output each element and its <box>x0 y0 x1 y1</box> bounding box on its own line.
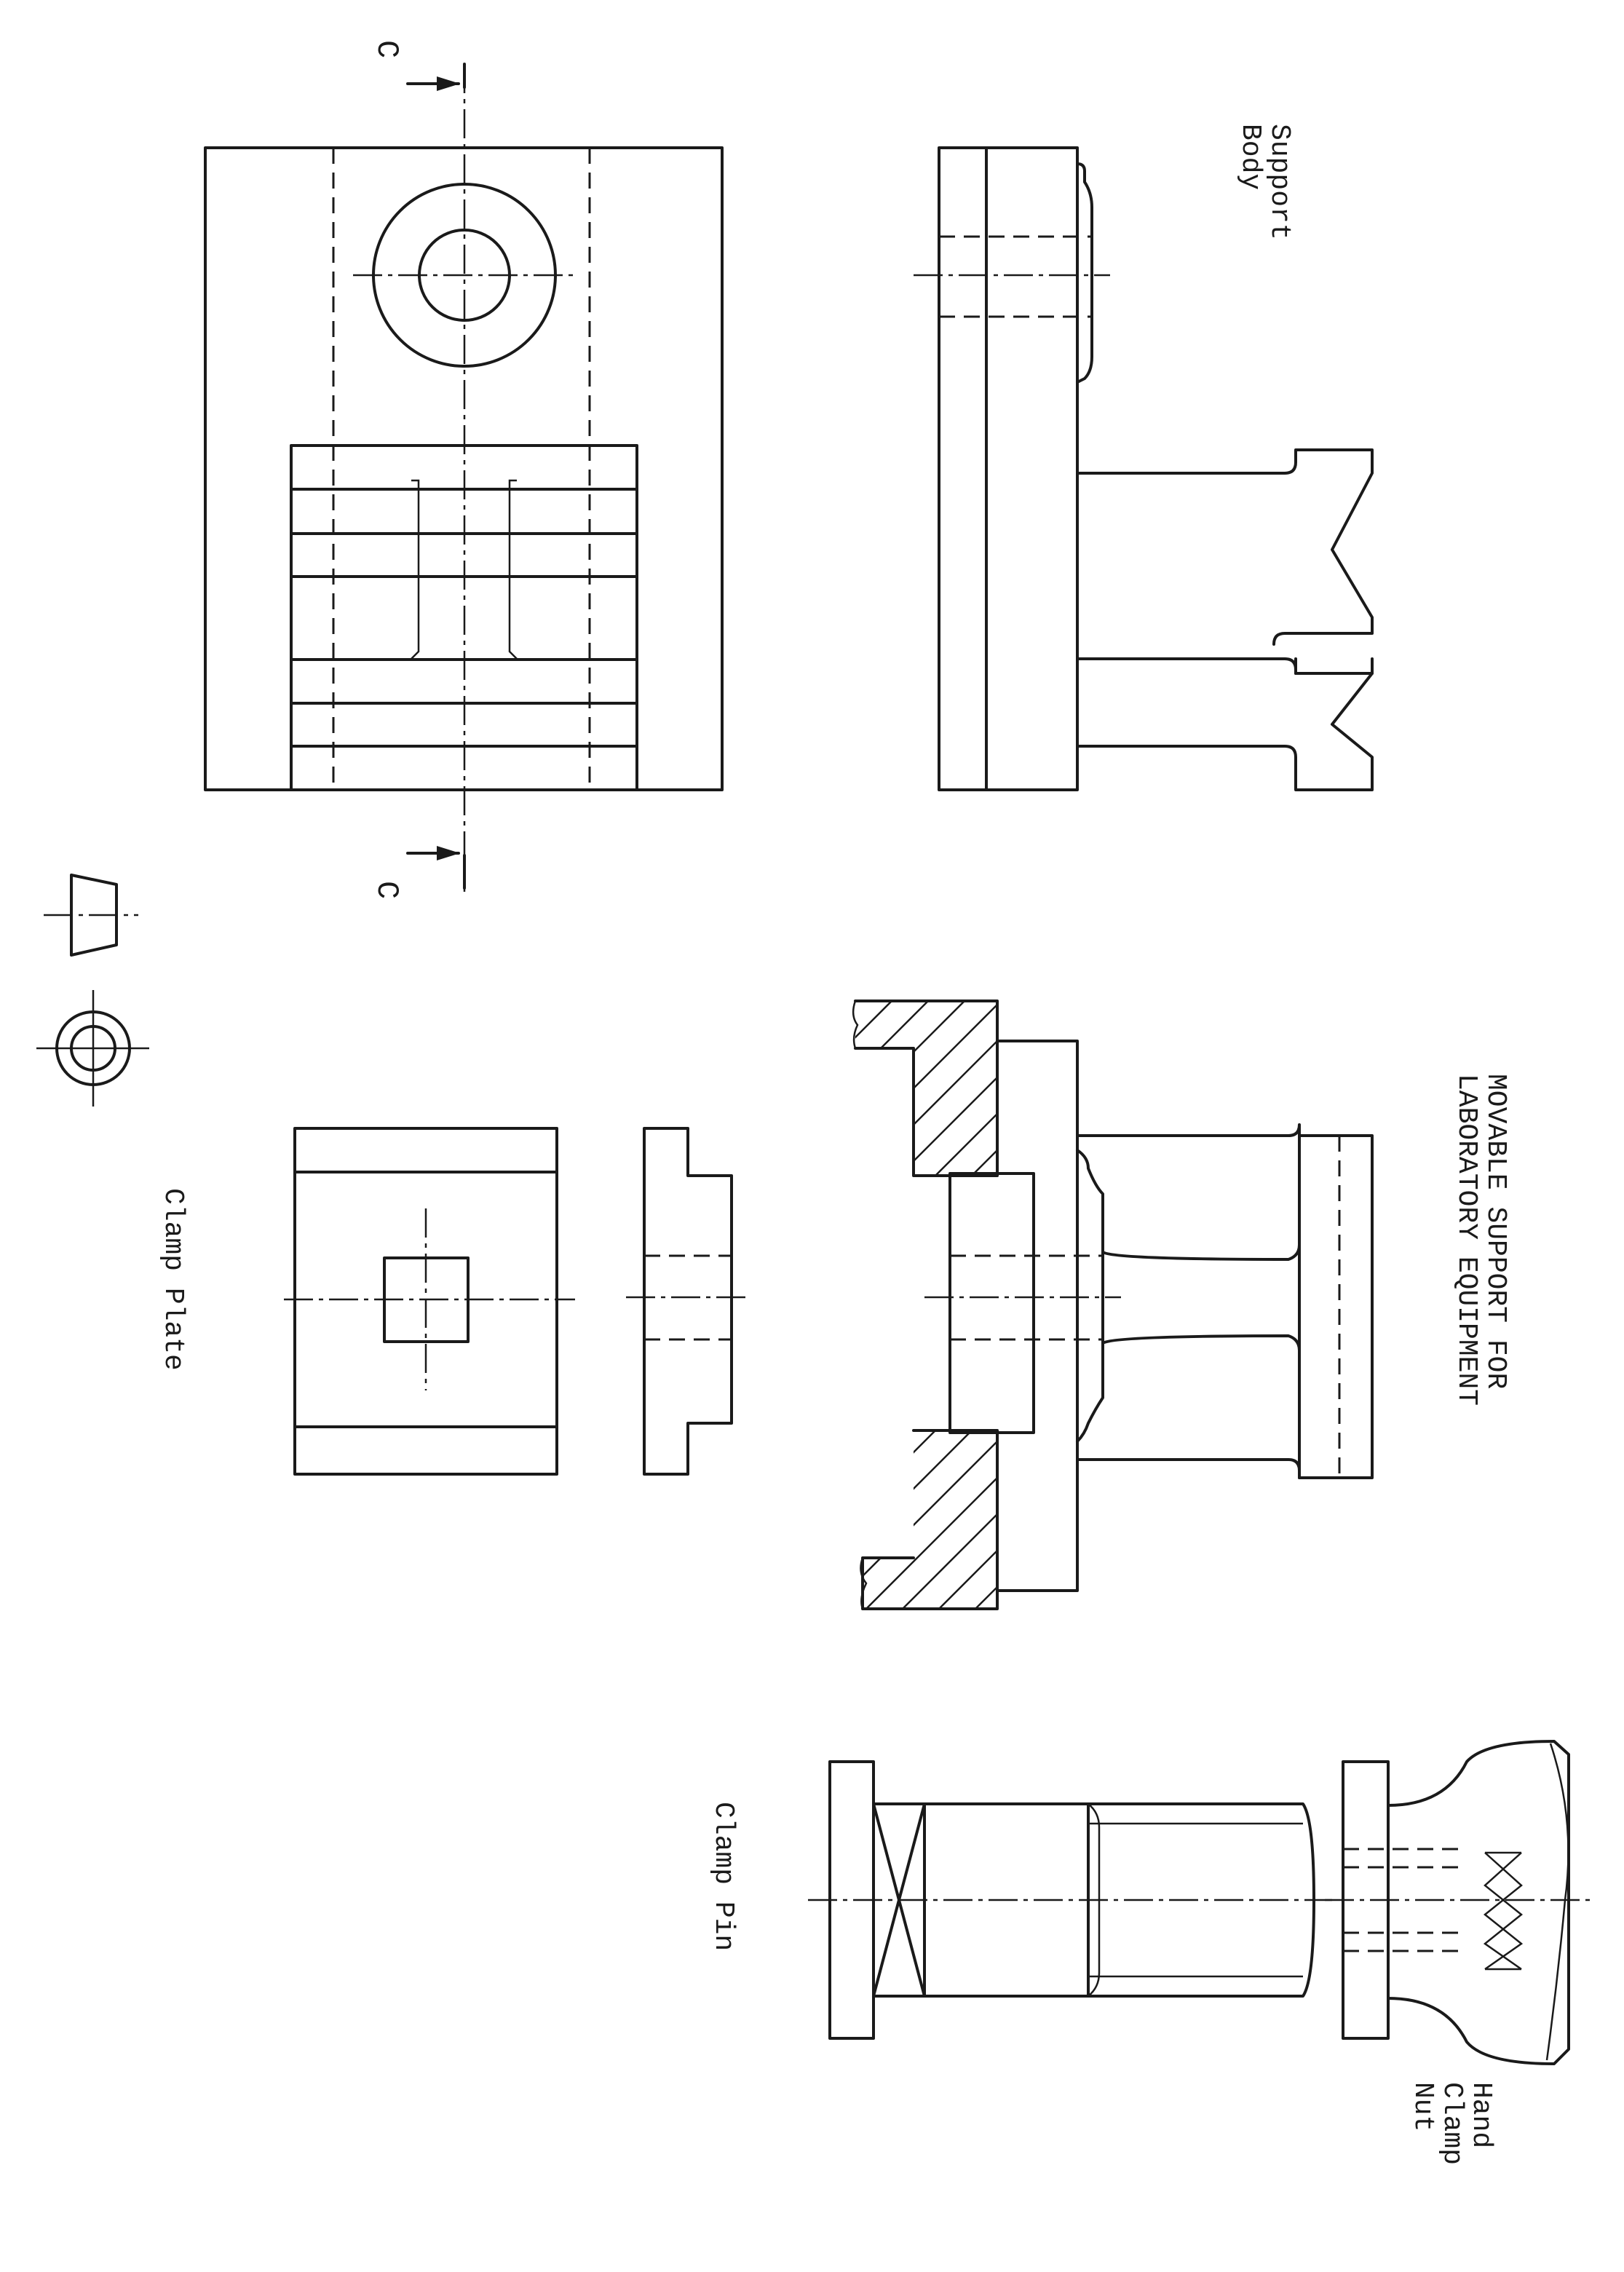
title-line2: LABORATORY EQUIPMENT <box>1451 1074 1482 1406</box>
nut-body <box>1387 1740 1570 2065</box>
base-plate <box>938 146 1079 791</box>
taper-side <box>70 874 118 957</box>
plate-top-view <box>293 1127 558 1476</box>
hand-clamp-nut-label-line2: Clamp <box>1436 2082 1467 2165</box>
hand-clamp-nut-label-line3: Nut <box>1407 2082 1438 2132</box>
support-body-label-line2: Body <box>1235 124 1266 190</box>
assembly-section-view <box>852 1000 1374 1610</box>
labels: Support Body MOVABLE SUPPORT FOR LABORAT… <box>157 124 1511 2165</box>
support-body-plan-view: C C <box>204 40 724 899</box>
hand-clamp-nut-label-line1: Hand <box>1465 2082 1497 2148</box>
support-body-label-line1: Support <box>1264 124 1295 240</box>
plan-outline <box>204 146 724 791</box>
clamp-plate-views <box>284 1127 750 1476</box>
clamp-pin-label: Clamp Pin <box>708 1802 739 1951</box>
support-body-side-view <box>914 146 1374 791</box>
taper-washer-views <box>36 874 149 1107</box>
title-line1: MOVABLE SUPPORT FOR <box>1480 1074 1511 1389</box>
jaw-bottom <box>861 1429 999 1610</box>
hand-clamp-nut-view <box>1325 1740 1594 2065</box>
plate-side-view <box>643 1127 733 1476</box>
clamp-pin-view <box>808 1760 1332 2040</box>
jaw-top <box>854 1000 999 1177</box>
section-mark-top: C <box>369 40 404 58</box>
section-mark-bottom: C <box>369 881 404 899</box>
clamp-plate-label: Clamp Plate <box>157 1188 189 1371</box>
